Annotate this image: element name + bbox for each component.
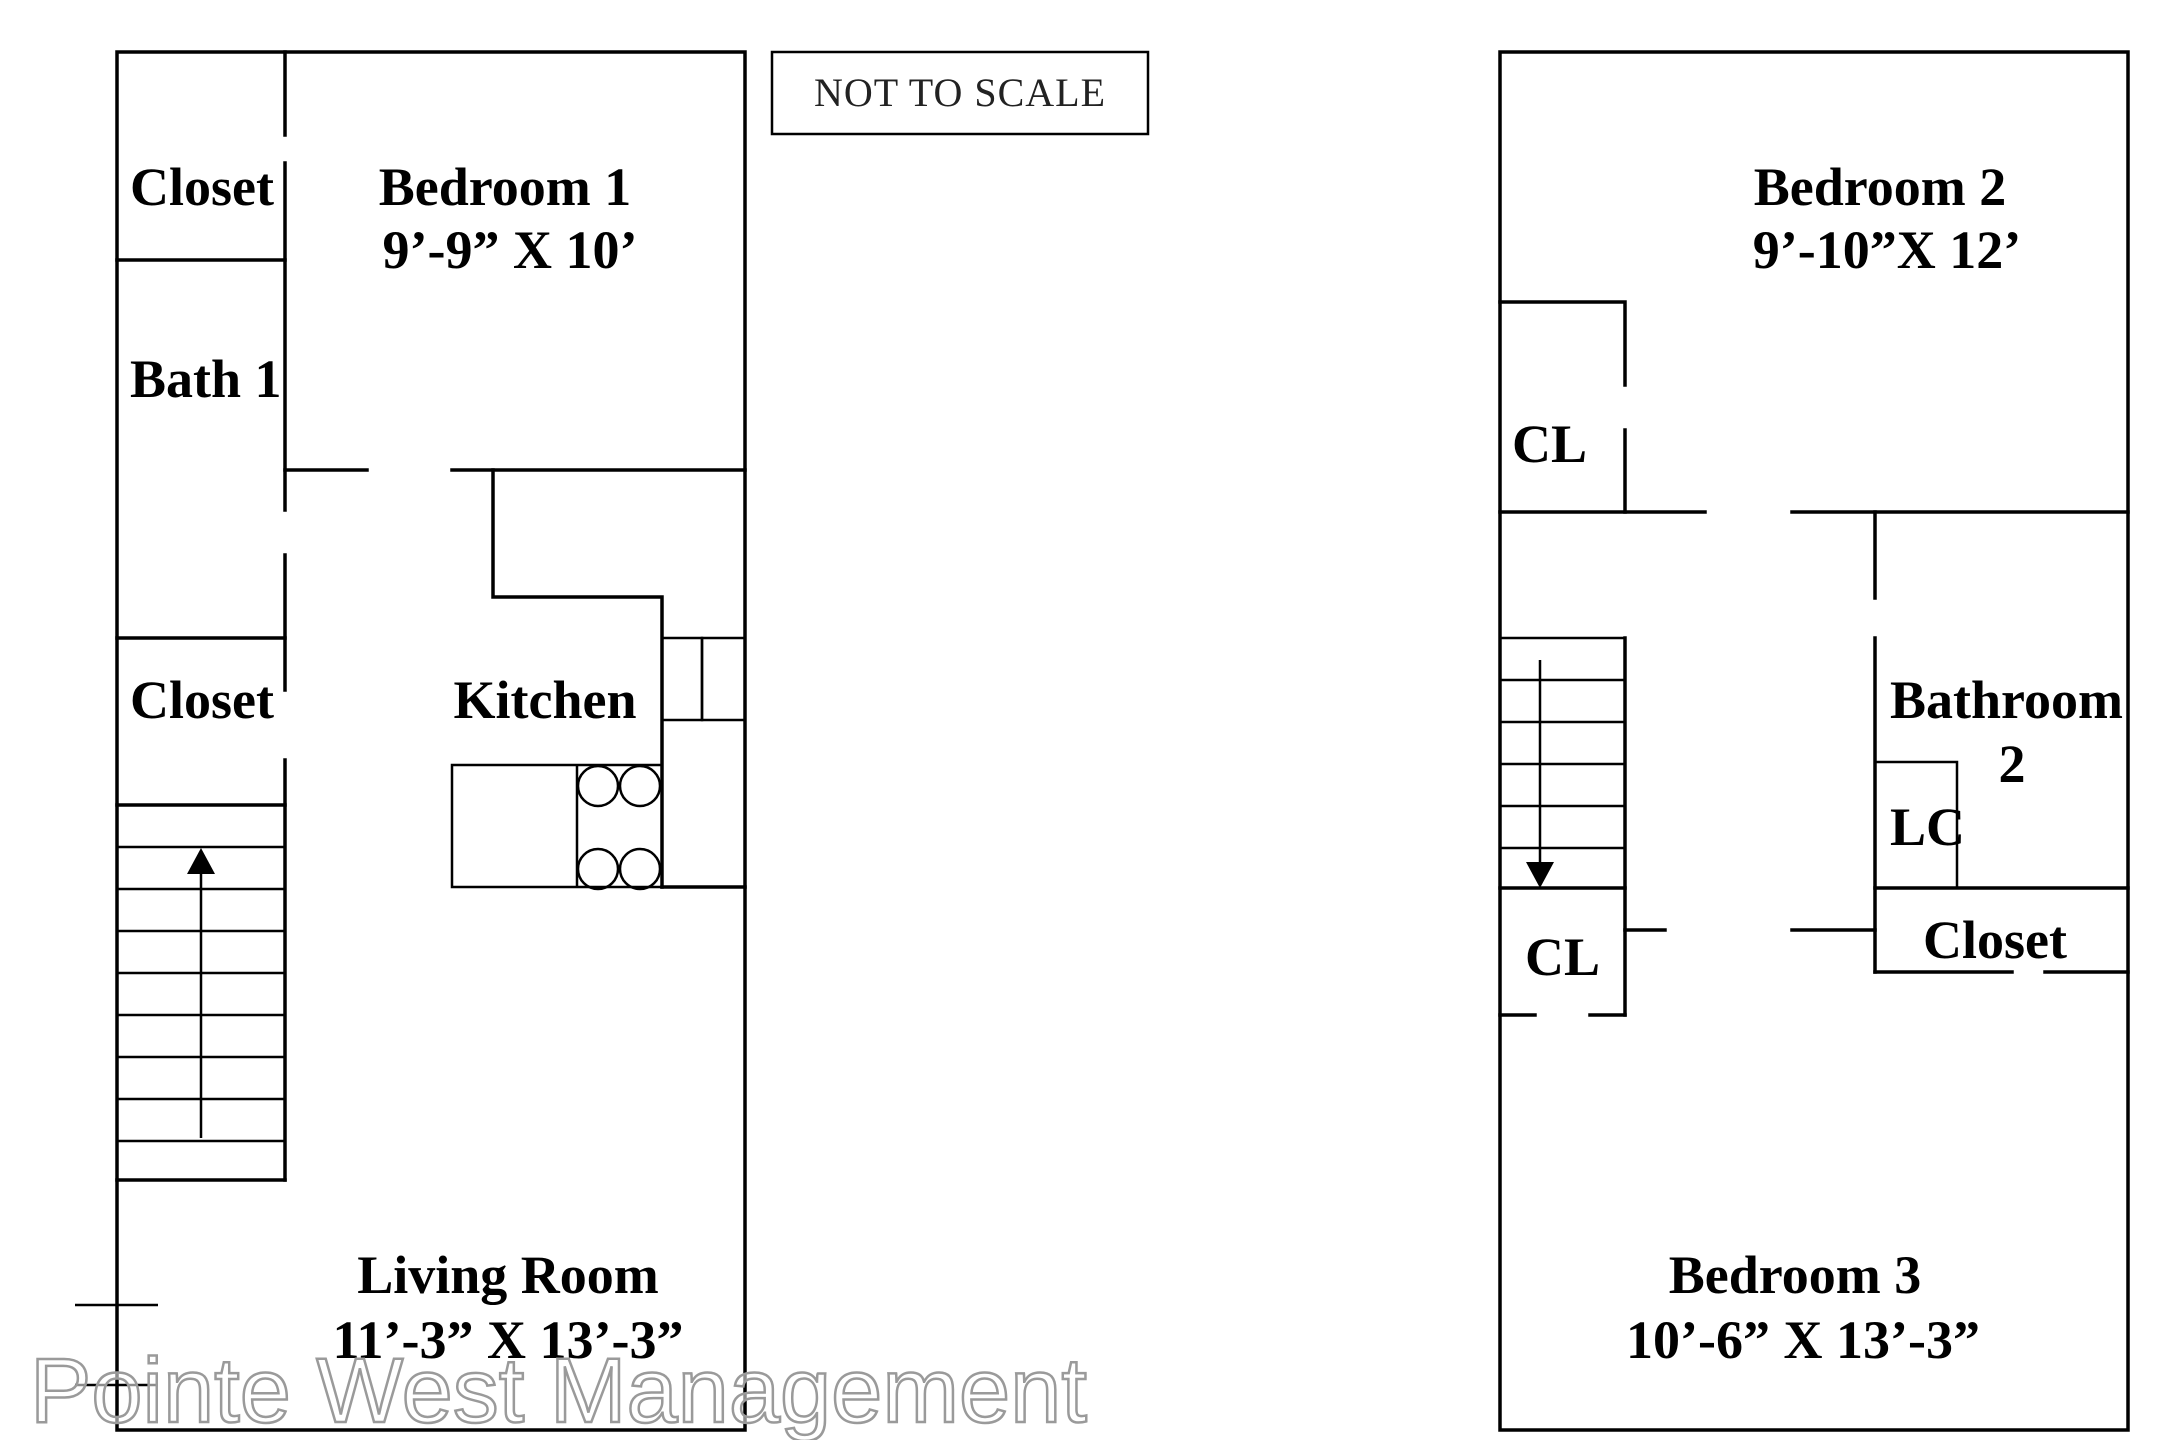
room-label-closet-top: Closet: [130, 157, 274, 217]
room-label-bathroom-2-number: 2: [1999, 734, 2026, 794]
arrow-up-icon: [187, 848, 215, 874]
stove-burner: [576, 764, 620, 808]
stove-burner: [618, 847, 662, 891]
linen-closet-wall: [1875, 760, 1959, 888]
room-label-kitchen: Kitchen: [454, 670, 637, 730]
stairs-down: [1498, 636, 1627, 1017]
room-label-bedroom-1: Bedroom 1: [379, 157, 632, 217]
scale-note-box: [770, 50, 1150, 136]
floor-2-plan: Bedroom 2 9’-10”X 12’ CL Bathroom 2 LC C…: [1498, 50, 2130, 1432]
room-label-cl-bottom: CL: [1525, 927, 1600, 987]
room-dims-bedroom-3: 10’-6” X 13’-3”: [1626, 1310, 1980, 1370]
room-label-living-room: Living Room: [357, 1245, 659, 1305]
room-label-cl-top: CL: [1512, 414, 1587, 474]
floor-1-outer-wall: [115, 50, 747, 1432]
closet-wall: [1498, 300, 1627, 387]
kitchen-counter: [450, 763, 664, 889]
stove-burner: [576, 847, 620, 891]
scale-note: NOT TO SCALE: [770, 50, 1150, 136]
room-label-bath-1: Bath 1: [130, 349, 282, 409]
room-label-closet-mid: Closet: [130, 670, 274, 730]
room-dims-bedroom-2: 9’-10”X 12’: [1753, 220, 2021, 280]
room-label-lc: LC: [1890, 797, 1965, 857]
kitchen-partition: [491, 468, 664, 889]
room-label-closet: Closet: [1923, 910, 2067, 970]
room-label-bedroom-2: Bedroom 2: [1754, 157, 2007, 217]
stove-burner: [618, 764, 662, 808]
watermark-text: Pointe West Management: [30, 1340, 1087, 1440]
stairs-up: [115, 845, 287, 1182]
room-label-bedroom-3: Bedroom 3: [1669, 1245, 1922, 1305]
arrow-down-icon: [1526, 862, 1554, 888]
room-label-bathroom-2: Bathroom: [1890, 670, 2123, 730]
fridge: [660, 636, 704, 722]
floor-2-outer-wall: [1498, 50, 2130, 1432]
floor-1-plan: Closet Bedroom 1 9’-9” X 10’ Bath 1 Clos…: [75, 50, 747, 1432]
scale-note-text: NOT TO SCALE: [814, 70, 1106, 115]
room-dims-living-room: 11’-3” X 13’-3”: [333, 1310, 684, 1370]
room-dims-bedroom-1: 9’-9” X 10’: [383, 220, 638, 280]
fridge-door: [700, 636, 747, 722]
